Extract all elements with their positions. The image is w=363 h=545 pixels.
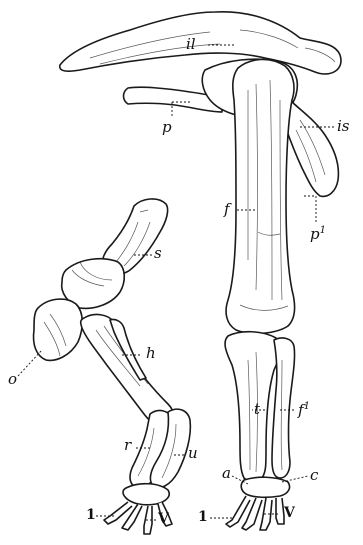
label-postpubis-letter: p bbox=[310, 225, 320, 243]
label-tibia: t bbox=[254, 402, 260, 417]
label-femur: f bbox=[224, 202, 230, 217]
label-ilium: il bbox=[186, 37, 196, 52]
label-ischium: is bbox=[337, 119, 350, 134]
label-s: s bbox=[154, 246, 162, 261]
femur-bone bbox=[226, 59, 295, 333]
label-r: r bbox=[124, 438, 131, 453]
right-lower-leg bbox=[225, 332, 295, 530]
label-a: a bbox=[222, 466, 231, 481]
ischium-bone bbox=[286, 100, 338, 196]
label-pubis: p bbox=[162, 120, 172, 135]
label-c: c bbox=[310, 468, 318, 483]
label-postpubis: p1 bbox=[310, 226, 326, 242]
left-tarsus bbox=[123, 484, 169, 505]
label-u: u bbox=[188, 446, 198, 461]
label-left-digit-V: V bbox=[158, 512, 169, 526]
label-h: h bbox=[146, 346, 156, 361]
right-femur bbox=[226, 59, 295, 333]
label-o: o bbox=[8, 372, 17, 387]
label-right-digit-1: 1 bbox=[198, 510, 208, 524]
right-tarsus bbox=[241, 477, 289, 497]
label-fibula-sup: 1 bbox=[304, 401, 310, 412]
label-left-digit-1: 1 bbox=[86, 508, 96, 522]
label-postpubis-sup: 1 bbox=[320, 225, 326, 236]
pelvis bbox=[60, 12, 341, 197]
right-digits bbox=[226, 496, 284, 530]
left-leg-specimen bbox=[34, 199, 191, 534]
label-fibula: f1 bbox=[298, 402, 310, 418]
ilium-bone bbox=[60, 12, 341, 74]
label-right-digit-V: V bbox=[284, 506, 295, 520]
